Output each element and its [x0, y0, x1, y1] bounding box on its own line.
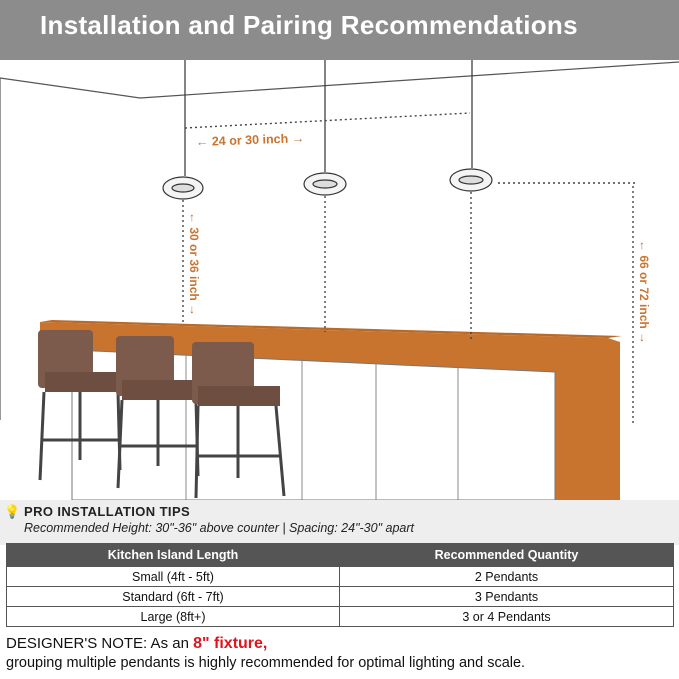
note-highlight: 8" fixture	[193, 635, 263, 652]
table-row: Standard (6ft - 7ft) 3 Pendants	[6, 586, 674, 607]
table-row: Small (4ft - 5ft) 2 Pendants	[6, 566, 674, 587]
spacing-annotation: ← 24 or 30 inch →	[196, 131, 305, 149]
table-header-row: Kitchen Island Length Recommended Quanti…	[6, 543, 674, 567]
designer-note: DESIGNER'S NOTE: As an 8" fixture,	[6, 635, 267, 653]
designer-note-line2: grouping multiple pendants is highly rec…	[6, 655, 526, 671]
table-cell: 3 Pendants	[339, 586, 674, 607]
title-banner: Installation and Pairing Recommendations	[0, 0, 679, 60]
note-prefix: DESIGNER'S NOTE: As an	[6, 635, 194, 652]
pendant-lights	[162, 60, 493, 200]
lightbulb-icon: 💡	[4, 504, 21, 519]
tips-title: PRO INSTALLATION TIPS	[24, 504, 191, 519]
pendant-1	[162, 60, 204, 200]
pendant-3	[449, 60, 493, 192]
column-header: Kitchen Island Length	[6, 543, 340, 567]
table-cell: 2 Pendants	[339, 566, 674, 587]
table-cell: Large (8ft+)	[6, 606, 340, 627]
tips-subtitle: Recommended Height: 30"-36" above counte…	[24, 521, 414, 535]
counter-height-annotation: ← 30 or 36 inch →	[187, 212, 201, 316]
table-cell: 3 or 4 Pendants	[339, 606, 674, 627]
pendant-2	[303, 60, 347, 196]
bar-stools	[38, 330, 286, 499]
note-suffix: ,	[262, 635, 268, 652]
column-header: Recommended Quantity	[339, 543, 674, 567]
installation-illustration: ← 24 or 30 inch → ← 30 or 36 inch → ← 66…	[0, 60, 679, 500]
floor-height-annotation: ← 66 or 72 inch →	[637, 240, 651, 344]
table-cell: Small (4ft - 5ft)	[6, 566, 340, 587]
table-row: Large (8ft+) 3 or 4 Pendants	[6, 606, 674, 627]
pro-tips-panel: 💡 PRO INSTALLATION TIPS Recommended Heig…	[0, 500, 679, 545]
page-title: Installation and Pairing Recommendations	[40, 10, 578, 40]
table-cell: Standard (6ft - 7ft)	[6, 586, 340, 607]
pairing-table: Kitchen Island Length Recommended Quanti…	[6, 543, 674, 627]
